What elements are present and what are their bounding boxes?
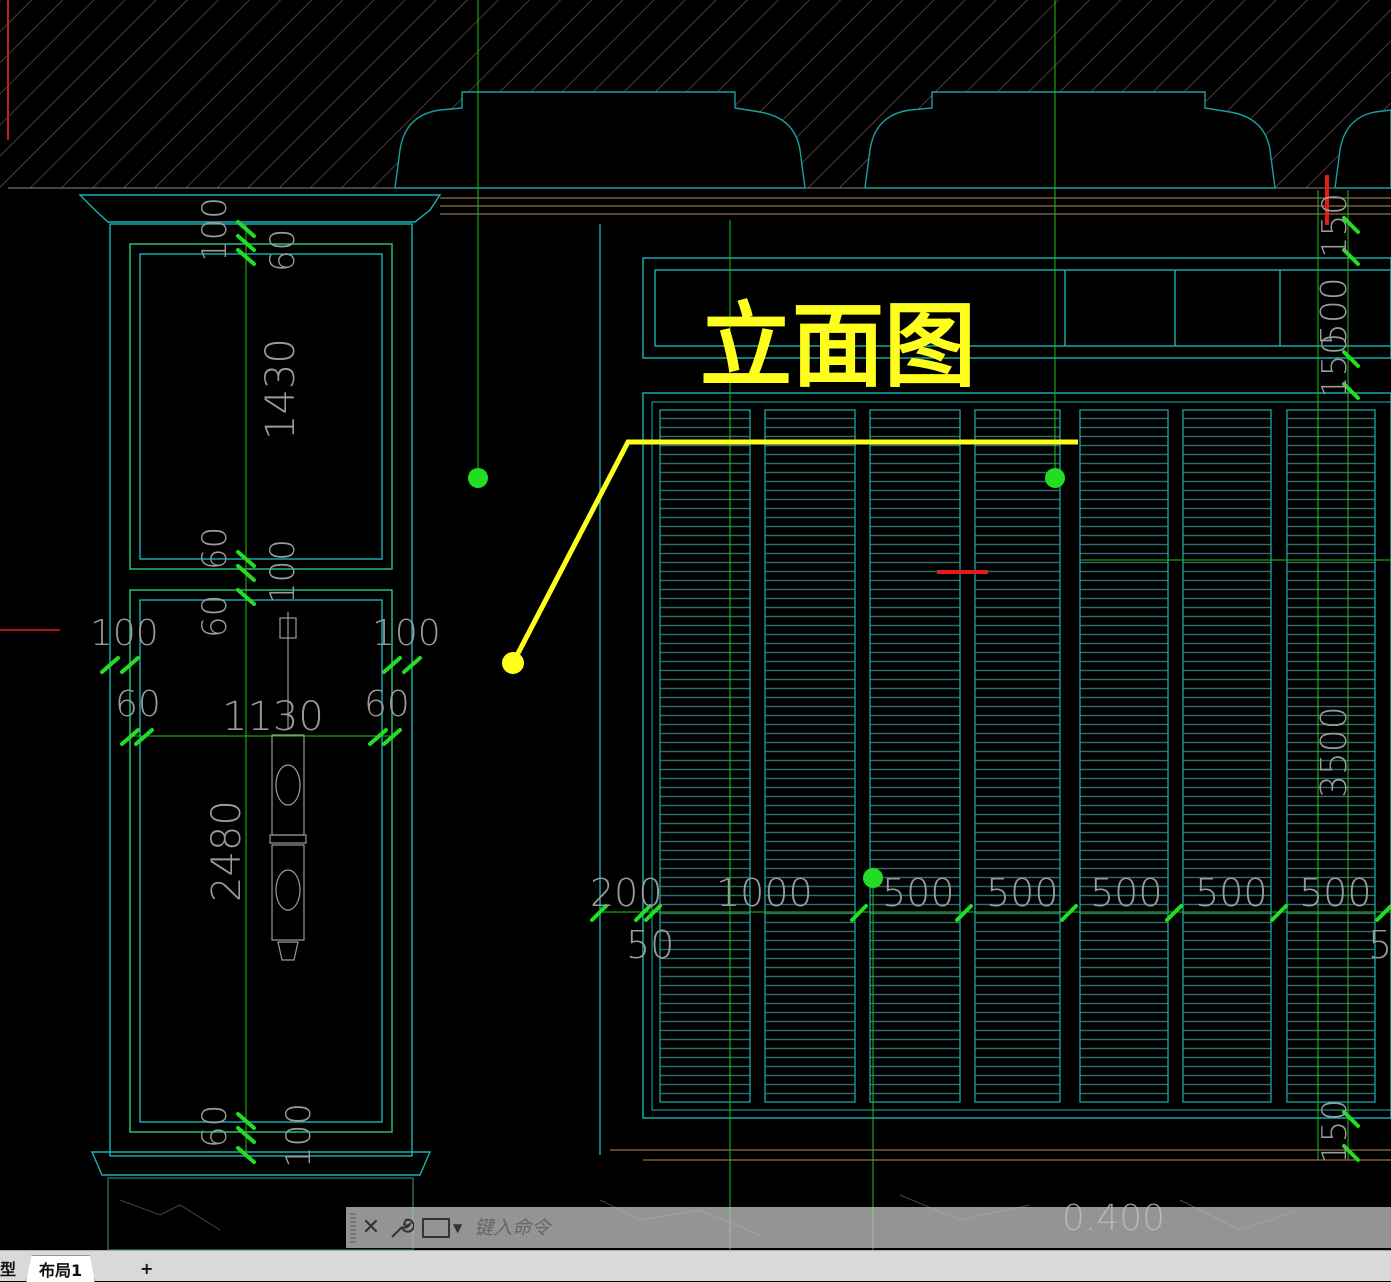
left-horizontal-dims: 100 60 1130 60 100 [90,613,441,740]
dim-top-bottom-margin: 100 [263,539,303,604]
dim-top-panel-height: 1430 [258,338,304,440]
dim-right-3: 3500 [1314,706,1355,798]
dim-bottom-sub: 50 [626,923,674,967]
drawing-canvas[interactable]: 立面图 100 60 1430 60 100 60 2480 60 100 10… [0,0,1391,1250]
dim-outer-left: 100 [90,613,159,654]
chevron-down-icon: ▼ [453,1220,463,1235]
dim-bottom-margin: 100 [279,1103,319,1168]
dim-bottom-5: 500 [1195,871,1268,915]
dim-outer-right: 100 [372,613,441,654]
red-markers [0,175,1329,631]
dim-right-1: 500 [1314,277,1355,346]
dim-bottom-1: 1000 [716,871,813,915]
wrench-icon[interactable] [386,1212,416,1244]
dim-inner-left: 60 [115,684,161,725]
dim-right-2: 150 [1315,333,1355,398]
tab-layout1[interactable]: 布局1 [26,1255,96,1282]
command-line-bar[interactable]: ✕ ▼ [346,1207,1391,1248]
dim-bottom-top-inner: 60 [195,595,235,638]
left-pilaster [78,194,601,1250]
dim-top-bottom-inner: 60 [195,527,235,570]
close-icon[interactable]: ✕ [361,1215,381,1240]
dim-top-inner: 60 [263,229,303,272]
dim-edge-sub: 5 [1368,923,1391,967]
dim-right-4: 150 [1315,1099,1355,1164]
dim-bottom-2: 500 [882,871,955,915]
wall-sconce [269,612,307,961]
command-input[interactable] [472,1215,777,1240]
drawing-title[interactable]: 立面图 [700,293,976,400]
title-leader[interactable] [502,439,1078,674]
terminal-icon [422,1217,450,1238]
dim-bottom-6: 500 [1299,871,1372,915]
transom-window [642,257,1391,359]
right-vertical-dims: 150 500 150 3500 150 [1314,193,1355,1164]
dim-bottom-3: 500 [986,871,1059,915]
dim-bottom-inner: 60 [195,1105,235,1148]
layout-tab-bar: 型 布局1 + [0,1250,1391,1282]
dim-bottom-4: 500 [1090,871,1163,915]
dim-top-margin: 100 [195,197,235,262]
drag-handle[interactable] [350,1212,356,1243]
dim-bottom-0: 200 [590,871,663,915]
selection-grips[interactable] [468,468,1065,888]
dim-right-0: 150 [1315,193,1355,258]
dim-inner-right: 60 [364,684,410,725]
guide-lines [130,0,1391,1250]
dim-panel-width: 1130 [222,694,324,740]
cornice-molding [394,91,1391,189]
command-prompt-icon[interactable]: ▼ [422,1217,463,1238]
louvered-doors [610,392,1391,1161]
bottom-row-dims: 200 1000 500 500 500 500 500 50 5 [590,871,1391,967]
left-vertical-dims: 100 60 1430 60 100 60 2480 60 100 [195,197,319,1168]
tab-model[interactable]: 型 [0,1260,17,1279]
dimension-ticks [100,216,1391,1164]
add-layout-button[interactable]: + [140,1258,154,1278]
dim-bottom-panel-height: 2480 [204,800,250,902]
beam-lines [440,197,1391,215]
